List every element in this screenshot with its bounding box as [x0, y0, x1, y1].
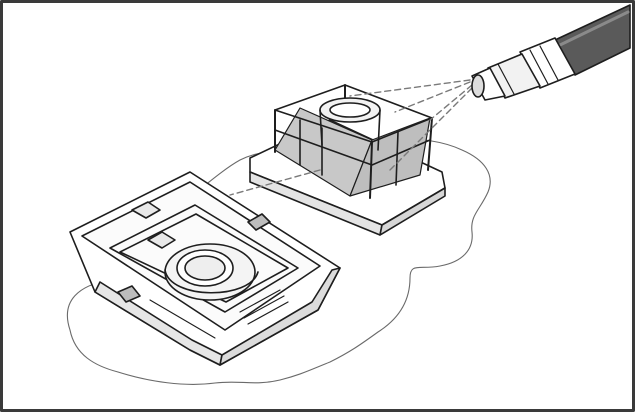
- water-hose-icon: [471, 4, 631, 101]
- filter-basket-icon: [249, 84, 446, 236]
- spray-lines: [229, 79, 473, 196]
- filter-tray-icon: [69, 171, 341, 366]
